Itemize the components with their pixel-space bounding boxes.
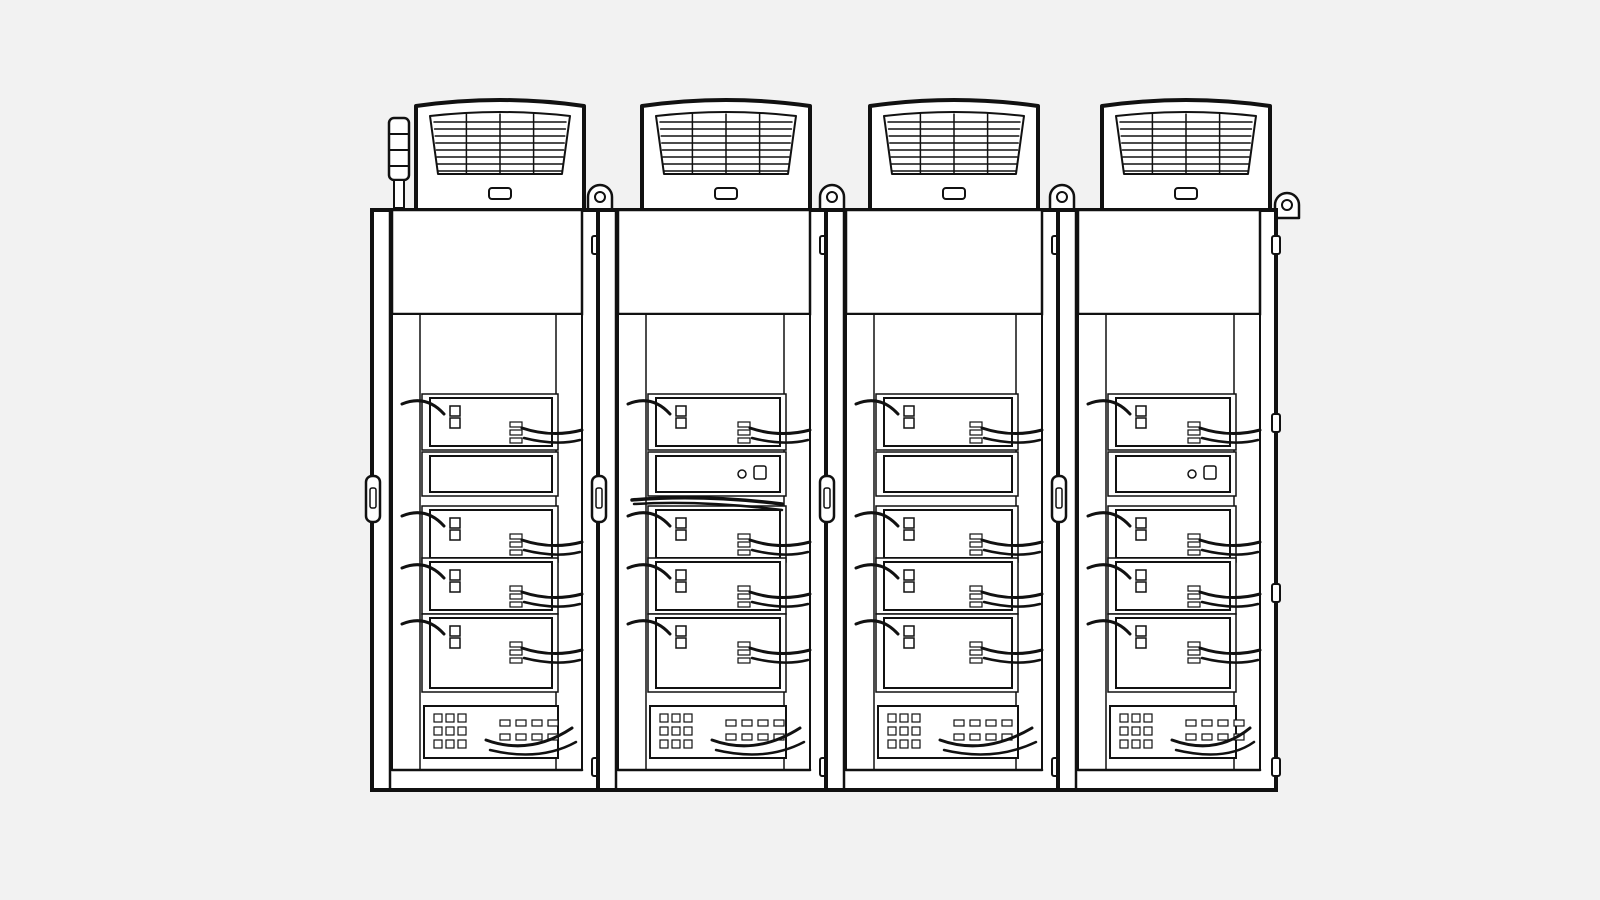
rack-module (1086, 393, 1262, 451)
rack-module (626, 557, 812, 615)
lifting-eye-icon (1273, 191, 1301, 220)
rack-module (1107, 451, 1237, 497)
cabinet-3 (818, 98, 1060, 792)
signal-tower-icon (387, 116, 411, 209)
cooling-unit-icon (1100, 98, 1272, 212)
rack-module (400, 613, 584, 693)
cabinet-4 (1050, 98, 1281, 792)
lifting-eye-icon (818, 183, 846, 212)
rack-module (626, 505, 812, 563)
rack-module (875, 451, 1019, 497)
rack-module (626, 613, 812, 693)
cooling-unit-icon (868, 98, 1040, 212)
rack-module (421, 451, 559, 497)
rack-module (647, 451, 787, 497)
rack-module (1086, 557, 1262, 615)
rack-module (400, 393, 584, 451)
rack-module (400, 505, 584, 563)
terminal-block (649, 705, 806, 759)
rack-module (1086, 505, 1262, 563)
cabinet-body (370, 208, 600, 792)
lifting-eye-icon (586, 183, 614, 212)
cabinet-body (1056, 208, 1278, 792)
rack-module (854, 505, 1044, 563)
rack-module (400, 557, 584, 615)
door-handle-icon (1050, 235, 1281, 777)
lifting-eye-icon (1048, 183, 1076, 212)
terminal-block (1109, 705, 1256, 759)
cooling-unit-icon (414, 98, 586, 212)
cabinet-2 (590, 98, 828, 792)
cabinet-body (824, 208, 1060, 792)
cooling-unit-icon (640, 98, 812, 212)
rack-module (1086, 613, 1262, 693)
rack-module (854, 613, 1044, 693)
cabinet-1 (364, 98, 600, 792)
rack-module (854, 557, 1044, 615)
rack-module (854, 393, 1044, 451)
terminal-block (423, 705, 578, 759)
terminal-block (877, 705, 1038, 759)
rack-module (626, 393, 812, 451)
